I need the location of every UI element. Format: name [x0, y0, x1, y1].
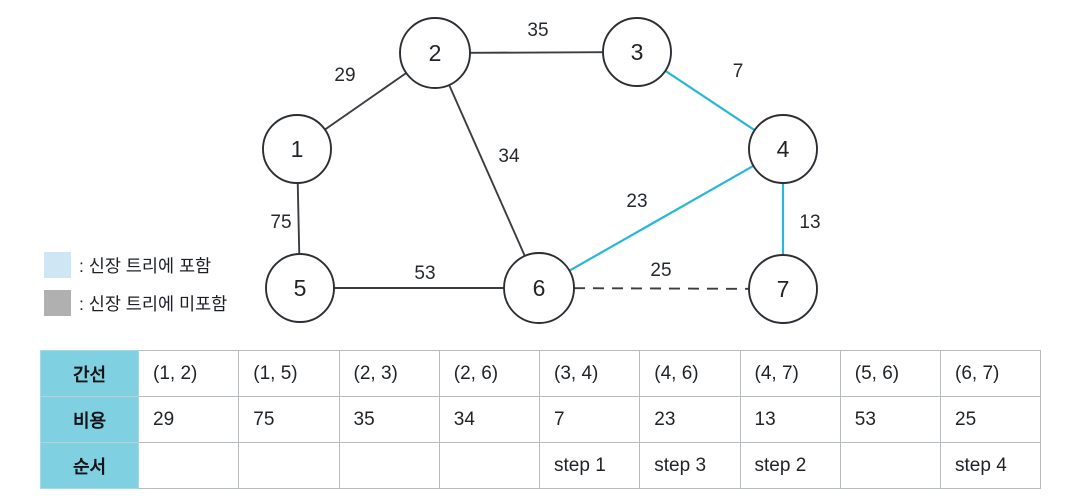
node-6 [503, 252, 575, 324]
legend-row-excluded: : 신장 트리에 미포함 [44, 288, 227, 318]
order-cell-4: step 1 [538, 442, 641, 489]
edge-weight-1-2: 29 [334, 65, 356, 86]
edge-cell-5: (4, 6) [639, 350, 741, 397]
node-5 [265, 253, 335, 323]
edge-cell-6: (4, 7) [739, 350, 841, 397]
row-header-order: 순서 [40, 442, 139, 489]
cost-cell-6: 13 [739, 396, 841, 443]
row-header-edge: 간선 [40, 350, 139, 397]
table-row-edges: 간선 (1, 2)(1, 5)(2, 3)(2, 6)(3, 4)(4, 6)(… [40, 350, 1042, 397]
edge-cost-table-wrapper: 간선 (1, 2)(1, 5)(2, 3)(2, 6)(3, 4)(4, 6)(… [40, 350, 1042, 489]
edge-2-6 [448, 84, 526, 257]
edge-cost-table: 간선 (1, 2)(1, 5)(2, 3)(2, 6)(3, 4)(4, 6)(… [40, 350, 1042, 489]
cost-cell-5: 23 [639, 396, 741, 443]
edge-cell-3: (2, 6) [438, 350, 541, 397]
edges-group [296, 51, 785, 290]
edge-weight-2-3: 35 [527, 20, 549, 41]
order-cell-0 [137, 442, 240, 489]
legend-label: : 신장 트리에 미포함 [79, 293, 228, 314]
cost-cell-8: 25 [939, 396, 1042, 443]
nodes-group [262, 17, 818, 324]
legend-swatch-icon [44, 290, 71, 316]
order-cell-3 [438, 442, 541, 489]
edge-weight-5-6: 53 [414, 263, 436, 284]
legend-swatch-icon [44, 252, 71, 278]
edge-cell-8: (6, 7) [939, 350, 1042, 397]
order-cell-6: step 2 [739, 442, 841, 489]
edge-cell-2: (2, 3) [338, 350, 440, 397]
node-3 [602, 17, 672, 87]
edge-cell-1: (1, 5) [238, 350, 340, 397]
edge-6-7 [573, 287, 750, 290]
legend: : 신장 트리에 포함 : 신장 트리에 미포함 [44, 250, 227, 326]
edge-2-3 [469, 51, 604, 54]
edge-1-2 [324, 72, 407, 131]
node-4 [748, 114, 818, 184]
edge-cell-7: (5, 6) [839, 350, 942, 397]
edge-4-6 [568, 164, 755, 272]
graph-canvas [262, 17, 818, 324]
edge-cell-4: (3, 4) [538, 350, 641, 397]
cost-cell-1: 75 [238, 396, 340, 443]
order-cell-7 [839, 442, 942, 489]
edge-3-4 [664, 69, 756, 132]
cost-cell-3: 34 [438, 396, 541, 443]
order-cell-2 [338, 442, 440, 489]
cost-cell-0: 29 [137, 396, 240, 443]
node-1 [262, 114, 332, 184]
edge-weight-4-6: 23 [626, 191, 648, 212]
cost-cell-4: 7 [538, 396, 641, 443]
node-7 [748, 254, 818, 324]
legend-row-included: : 신장 트리에 포함 [44, 250, 227, 280]
edge-weight-6-7: 25 [650, 260, 672, 281]
row-header-cost: 비용 [40, 396, 139, 443]
edge-weight-2-6: 34 [498, 146, 520, 167]
cost-cell-2: 35 [338, 396, 440, 443]
node-2 [399, 17, 471, 89]
legend-label: : 신장 트리에 포함 [79, 255, 212, 276]
edge-weight-4-7: 13 [799, 212, 821, 233]
edge-weight-3-4: 7 [732, 61, 744, 82]
order-cell-8: step 4 [939, 442, 1042, 489]
order-cell-1 [238, 442, 340, 489]
edge-cell-0: (1, 2) [137, 350, 240, 397]
edge-weight-1-5: 75 [270, 212, 292, 233]
order-cell-5: step 3 [639, 442, 741, 489]
edge-1-5 [296, 182, 301, 255]
cost-cell-7: 53 [839, 396, 942, 443]
